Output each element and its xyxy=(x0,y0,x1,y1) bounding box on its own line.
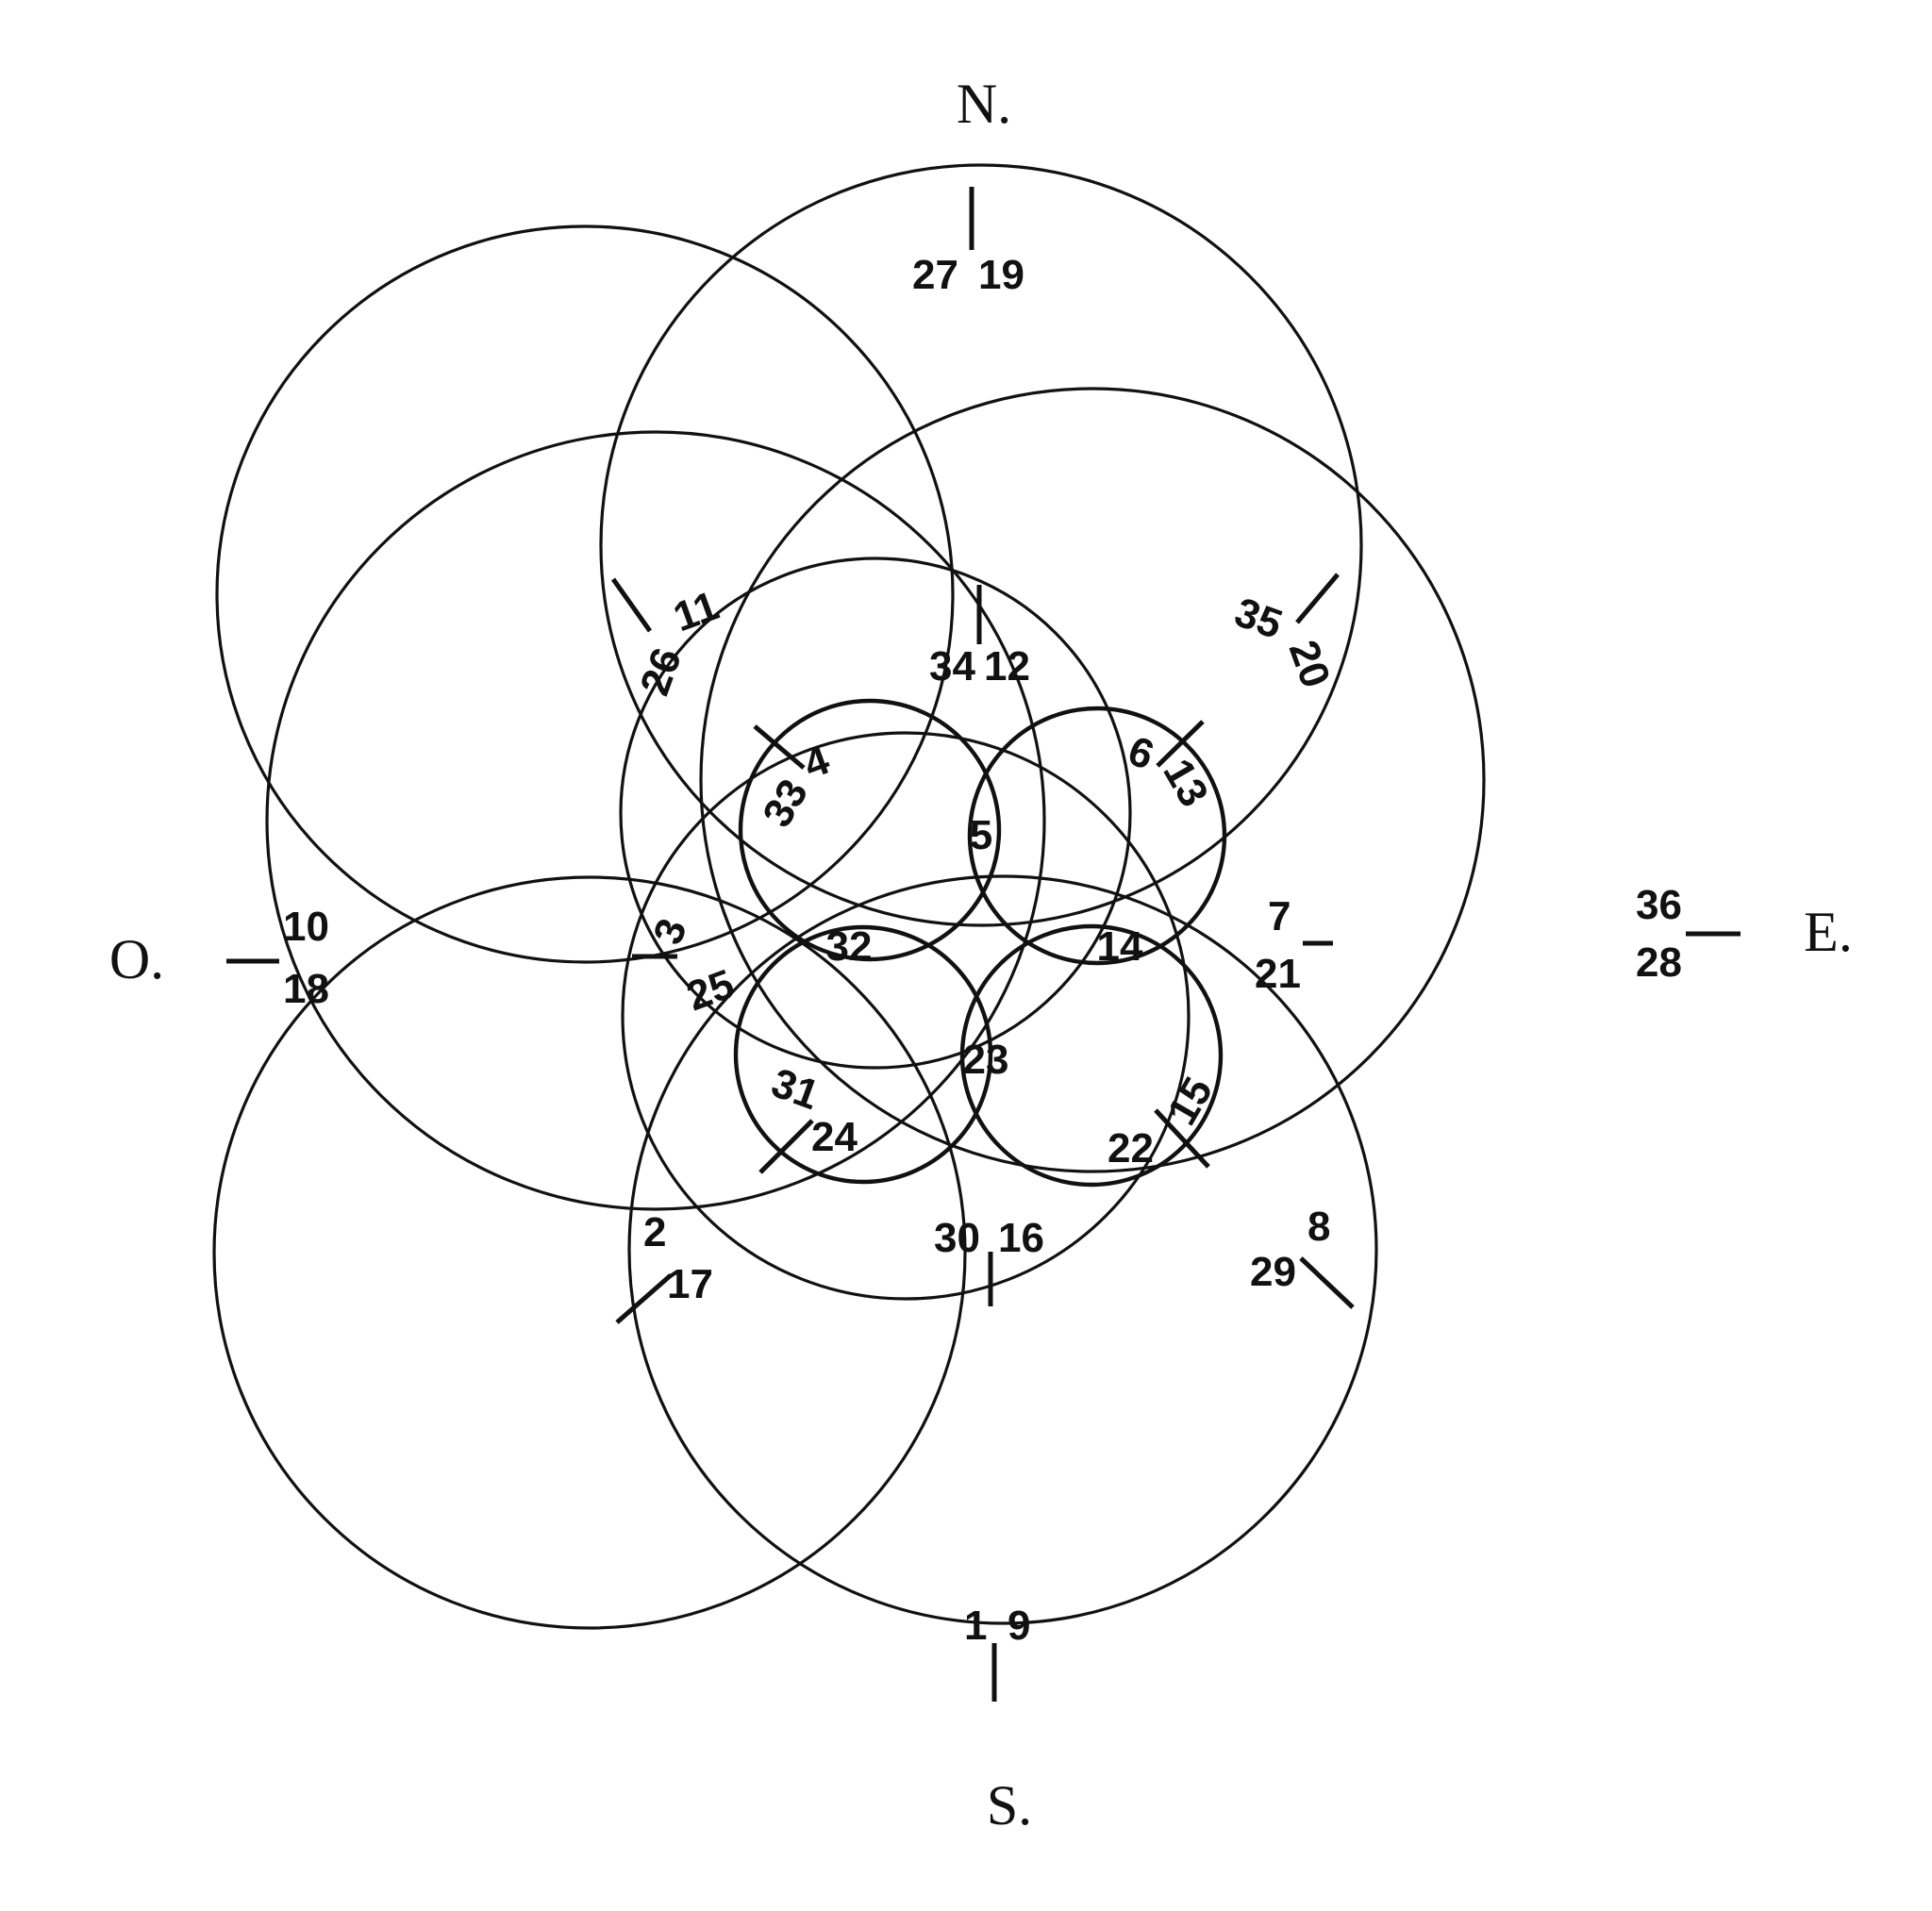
number-label: 18 xyxy=(283,966,329,1012)
number-label: 21 xyxy=(1255,951,1301,997)
number-label: 14 xyxy=(1097,923,1143,970)
tick-mark-inner-upper-right xyxy=(1156,720,1205,768)
number-label: 23 xyxy=(963,1037,1009,1083)
number-label: 17 xyxy=(667,1261,713,1307)
tick-mark-inner-upper-left xyxy=(753,724,806,770)
number-label: 34 xyxy=(929,643,975,690)
number-label: 12 xyxy=(984,643,1030,690)
number-label: 28 xyxy=(1636,939,1682,986)
compass-north: N. xyxy=(957,73,1011,135)
compass-east: E. xyxy=(1804,901,1853,963)
compass-west: O. xyxy=(109,928,164,990)
tick-mark-lower-right xyxy=(1299,1256,1355,1309)
number-label: 33 xyxy=(754,772,817,835)
number-label: 11 xyxy=(668,582,724,640)
number-label: 36 xyxy=(1636,882,1682,928)
inner-circle-bottom-left xyxy=(733,924,993,1185)
number-label: 6 xyxy=(1123,727,1160,778)
outer-circle-right xyxy=(599,163,1363,927)
number-label: 35 xyxy=(1229,589,1289,648)
outer-circle-bottom-left xyxy=(212,875,967,1630)
number-label: 26 xyxy=(631,642,691,702)
middle-circle-right xyxy=(699,387,1486,1173)
number-label: 19 xyxy=(978,252,1024,298)
number-label: 8 xyxy=(1307,1204,1330,1250)
number-label: 10 xyxy=(283,904,329,950)
number-label: 3 xyxy=(644,913,695,951)
inner-circle-bottom-right xyxy=(959,923,1224,1188)
middle-circle-bottom xyxy=(621,731,1191,1301)
number-label: 32 xyxy=(826,923,873,970)
number-label: 7 xyxy=(1268,893,1291,939)
middle-circle-left xyxy=(265,430,1046,1211)
tick-mark-inner-lower-left xyxy=(758,1119,814,1174)
number-label: 25 xyxy=(681,961,741,1021)
number-label: 20 xyxy=(1280,635,1340,694)
compass-south: S. xyxy=(987,1774,1032,1836)
number-label: 22 xyxy=(1108,1125,1154,1172)
inner-circle-top-left xyxy=(738,698,1002,962)
outer-circle-left xyxy=(215,224,955,964)
number-label: 30 xyxy=(934,1215,980,1261)
number-label: 24 xyxy=(811,1114,858,1160)
number-label: 9 xyxy=(1008,1603,1030,1649)
tick-mark-lower-left xyxy=(615,1273,673,1324)
tick-mark-upper-right xyxy=(1295,573,1340,624)
tick-mark-inner-lower-right xyxy=(1154,1108,1210,1169)
number-label: 29 xyxy=(1250,1249,1296,1295)
number-label: 2 xyxy=(643,1209,666,1255)
number-label: 16 xyxy=(998,1215,1044,1261)
tick-mark-upper-left xyxy=(610,577,653,633)
number-label: 31 xyxy=(766,1059,825,1119)
number-label: 1 xyxy=(964,1603,987,1649)
inner-circle-top-right xyxy=(967,706,1227,966)
number-label: 27 xyxy=(912,252,958,298)
number-label: 5 xyxy=(970,812,992,858)
middle-circle-top xyxy=(619,557,1132,1070)
outer-circle-bottom-right xyxy=(627,874,1378,1625)
